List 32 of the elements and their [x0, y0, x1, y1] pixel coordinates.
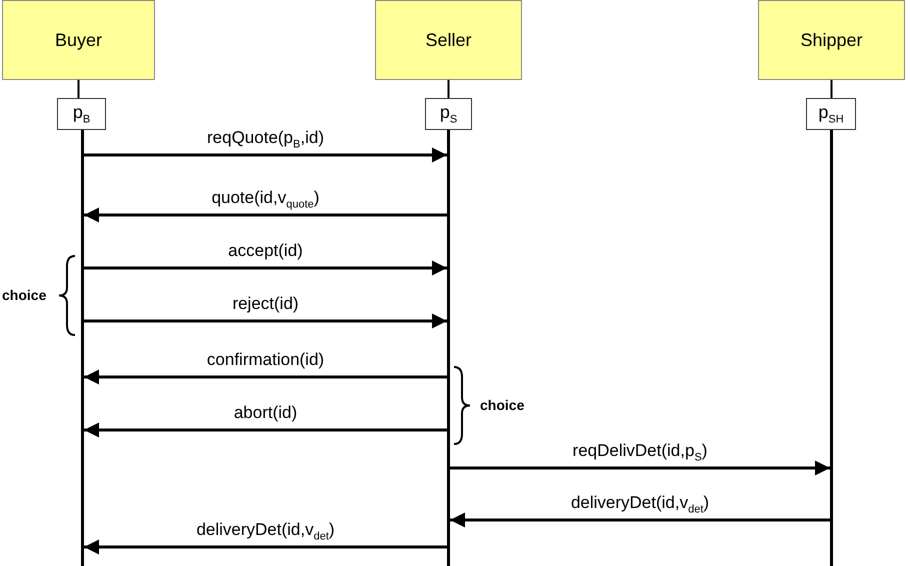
connector-line [78, 80, 80, 98]
lifeline [830, 130, 833, 566]
message-label: confirmation(id) [206, 350, 324, 370]
message-arrow [450, 460, 830, 476]
message-arrow [84, 208, 447, 222]
message-label: quote(id,v$_{quote}$) [212, 188, 320, 212]
message-arrow [84, 260, 447, 276]
connector-line [830, 80, 832, 98]
choice-label: choice [2, 287, 46, 303]
lifeline [81, 130, 84, 566]
message-label: accept(id) [228, 241, 303, 261]
message-label: reqDelivDet(id,p$_{S}$) [572, 441, 708, 466]
lifeline [447, 130, 450, 566]
message-arrow [84, 148, 447, 162]
message-arrow [84, 422, 447, 438]
participant-box: Buyer [2, 0, 155, 80]
message-label: reject(id) [232, 294, 299, 314]
port-box: p$_{SH}$ [806, 98, 856, 130]
port-box: p$_{S}$ [425, 98, 472, 130]
port-box: p$_{B}$ [57, 98, 106, 130]
message-arrow [84, 540, 447, 554]
message-arrow [450, 512, 830, 528]
message-label: deliveryDet(id,v$_{det}$) [570, 493, 710, 518]
participant-box: Shipper [758, 0, 905, 80]
participant-box: Seller [375, 0, 522, 80]
message-label: abort(id) [234, 403, 298, 423]
connector-line [448, 80, 450, 98]
message-label: deliveryDet(id,v$_{det}$) [196, 520, 335, 544]
message-arrow [84, 314, 447, 328]
message-label: reqQuote(p$_{B}$,id) [207, 128, 324, 152]
message-arrow [84, 370, 447, 384]
choice-label: choice [480, 397, 524, 413]
